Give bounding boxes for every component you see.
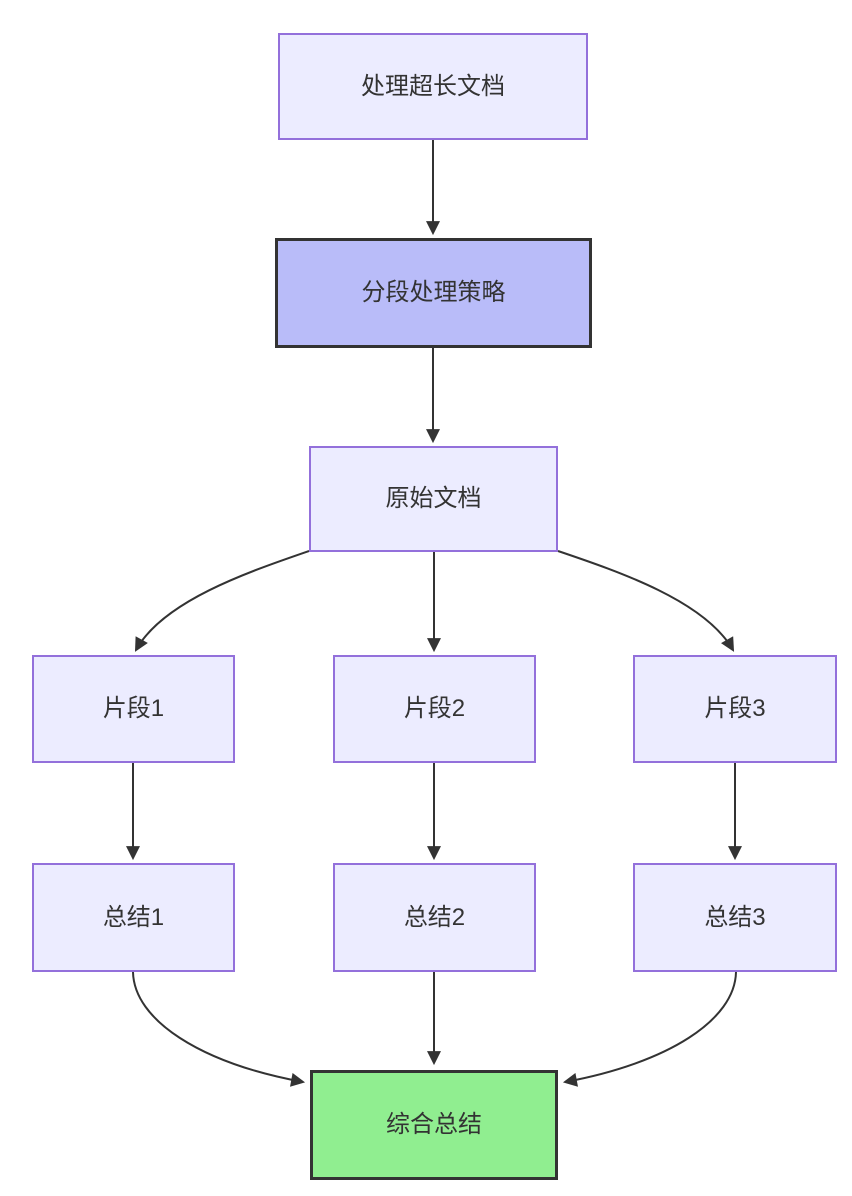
node-summary1: 总结1 [32, 863, 235, 972]
node-strategy: 分段处理策略 [275, 238, 592, 348]
edge-source-chunk1 [134, 550, 310, 652]
node-chunk1-label: 片段1 [102, 695, 165, 723]
node-final-label: 综合总结 [386, 1111, 482, 1139]
node-final: 综合总结 [310, 1070, 558, 1180]
node-summary1-label: 总结1 [102, 903, 165, 931]
node-source-label: 原始文档 [385, 485, 482, 513]
node-chunk2: 片段2 [333, 655, 536, 763]
node-summary2-label: 总结2 [403, 903, 466, 931]
edge-summary3-final [562, 971, 737, 1087]
edge-summary1-final [132, 971, 306, 1087]
node-chunk3-label: 片段3 [704, 695, 766, 723]
node-summary3-label: 总结3 [704, 903, 766, 931]
edge-source-chunk3 [557, 550, 735, 652]
node-summary3: 总结3 [633, 863, 837, 972]
node-chunk2-label: 片段2 [403, 695, 466, 723]
node-start: 处理超长文档 [278, 33, 588, 140]
node-source: 原始文档 [309, 446, 558, 552]
node-start-label: 处理超长文档 [361, 72, 505, 100]
node-strategy-label: 分段处理策略 [361, 279, 506, 307]
node-summary2: 总结2 [333, 863, 536, 972]
node-chunk1: 片段1 [32, 655, 235, 763]
node-chunk3: 片段3 [633, 655, 837, 763]
